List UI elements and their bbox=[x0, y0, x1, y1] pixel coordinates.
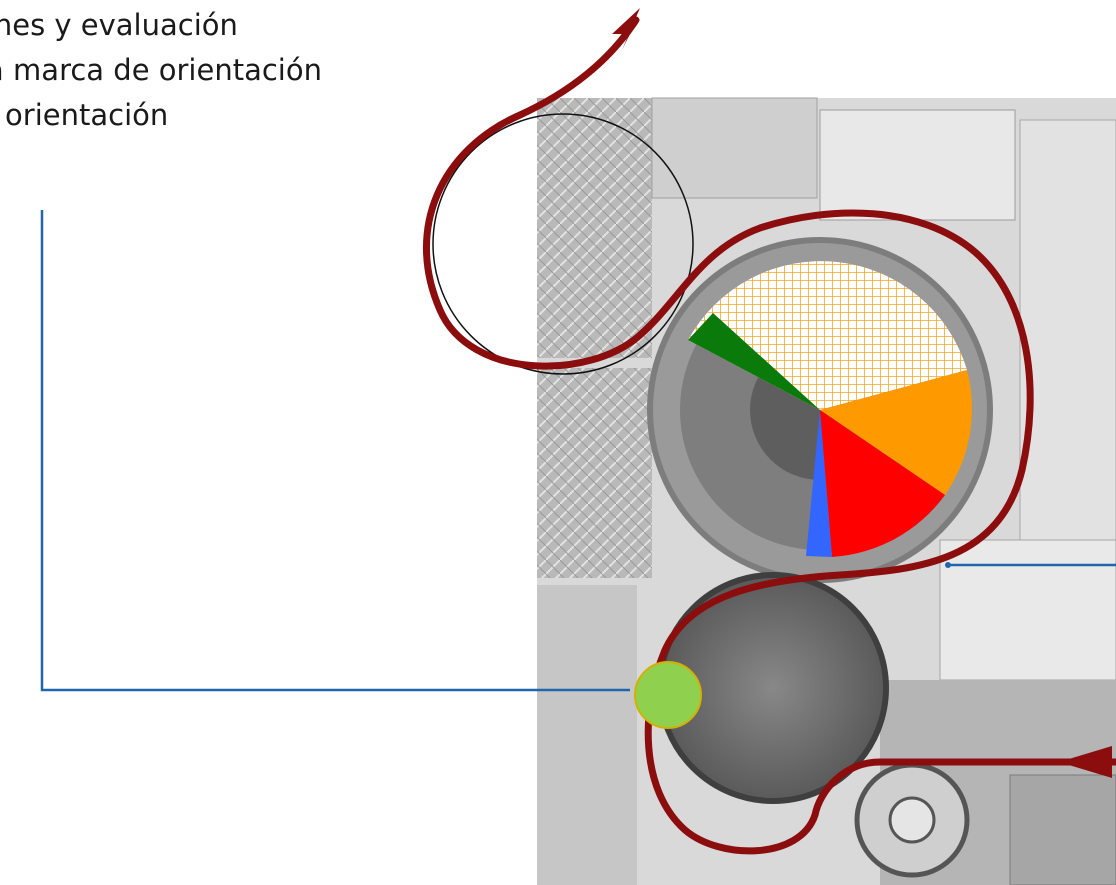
leader-lines bbox=[40, 210, 1116, 692]
tread-plate-upper bbox=[537, 98, 652, 358]
caption-line-2: la marca de orientación bbox=[0, 53, 322, 87]
sensor-dot-icon bbox=[634, 661, 702, 729]
highlight-circle bbox=[432, 113, 694, 375]
tread-plate-lower bbox=[537, 368, 652, 578]
pie-slice-green bbox=[688, 313, 820, 410]
arrow-head-left-icon bbox=[1059, 746, 1112, 778]
pie-slice-blue bbox=[806, 410, 832, 557]
leader-dot bbox=[945, 562, 951, 568]
leader-line-left bbox=[40, 210, 630, 692]
caption-lines: enes y evaluación la marca de orientació… bbox=[0, 8, 322, 143]
transport-path bbox=[423, 16, 1116, 855]
caption-line-1: enes y evaluación bbox=[0, 8, 238, 42]
pie-slice-orange bbox=[820, 370, 972, 495]
pie-overlay bbox=[688, 261, 972, 557]
arrow-head-up-icon bbox=[612, 8, 640, 50]
caption-line-3: e orientación bbox=[0, 98, 169, 132]
pie-slice-red bbox=[820, 410, 945, 557]
